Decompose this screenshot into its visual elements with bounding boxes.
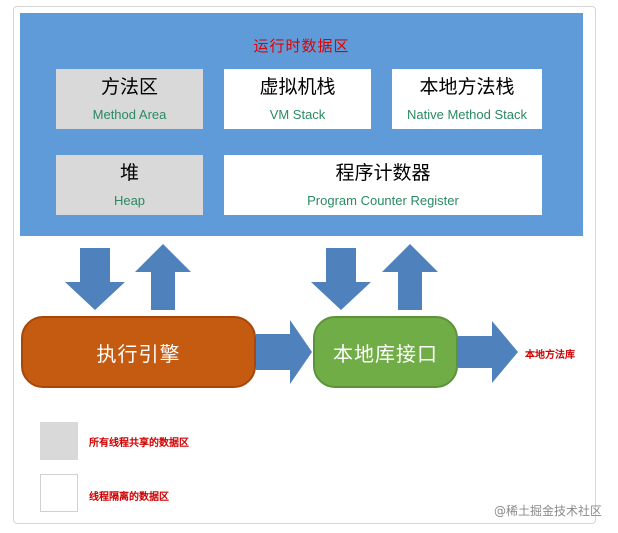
native-library-interface: 本地库接口 xyxy=(313,316,458,388)
up-arrow-right xyxy=(382,244,438,310)
program-counter-box: 程序计数器 Program Counter Register xyxy=(224,155,542,215)
runtime-data-area-title: 运行时数据区 xyxy=(253,37,350,55)
legend-swatch-private xyxy=(40,474,78,512)
right-arrow-interface-to-library xyxy=(458,321,518,383)
execution-engine: 执行引擎 xyxy=(21,316,256,388)
program-counter-label: 程序计数器 xyxy=(335,162,431,185)
legend-private-label: 线程隔离的数据区 xyxy=(89,492,169,503)
up-arrow-left xyxy=(135,244,191,310)
vm-stack-label: 虚拟机栈 xyxy=(259,76,336,99)
native-method-stack-box: 本地方法栈 Native Method Stack xyxy=(392,69,542,129)
heap-label: 堆 xyxy=(119,162,139,185)
native-method-stack-label-en: Native Method Stack xyxy=(407,106,527,122)
down-arrow-right xyxy=(311,248,371,310)
program-counter-label-en: Program Counter Register xyxy=(307,192,459,208)
down-arrow-left xyxy=(65,248,125,310)
legend-shared-label: 所有线程共享的数据区 xyxy=(89,438,189,449)
watermark: @稀土掘金技术社区 xyxy=(493,504,602,518)
legend-swatch-shared xyxy=(40,422,78,460)
method-area-label-en: Method Area xyxy=(92,106,167,122)
heap-box: 堆 Heap xyxy=(56,155,203,215)
method-area-box: 方法区 Method Area xyxy=(56,69,203,129)
vm-stack-label-en: VM Stack xyxy=(269,106,326,122)
native-method-stack-label: 本地方法栈 xyxy=(419,76,515,99)
right-arrow-engine-to-interface xyxy=(256,320,312,384)
native-method-library-label: 本地方法库 xyxy=(525,350,575,361)
heap-label-en: Heap xyxy=(113,192,146,208)
vm-stack-box: 虚拟机栈 VM Stack xyxy=(224,69,371,129)
method-area-label: 方法区 xyxy=(100,76,158,99)
